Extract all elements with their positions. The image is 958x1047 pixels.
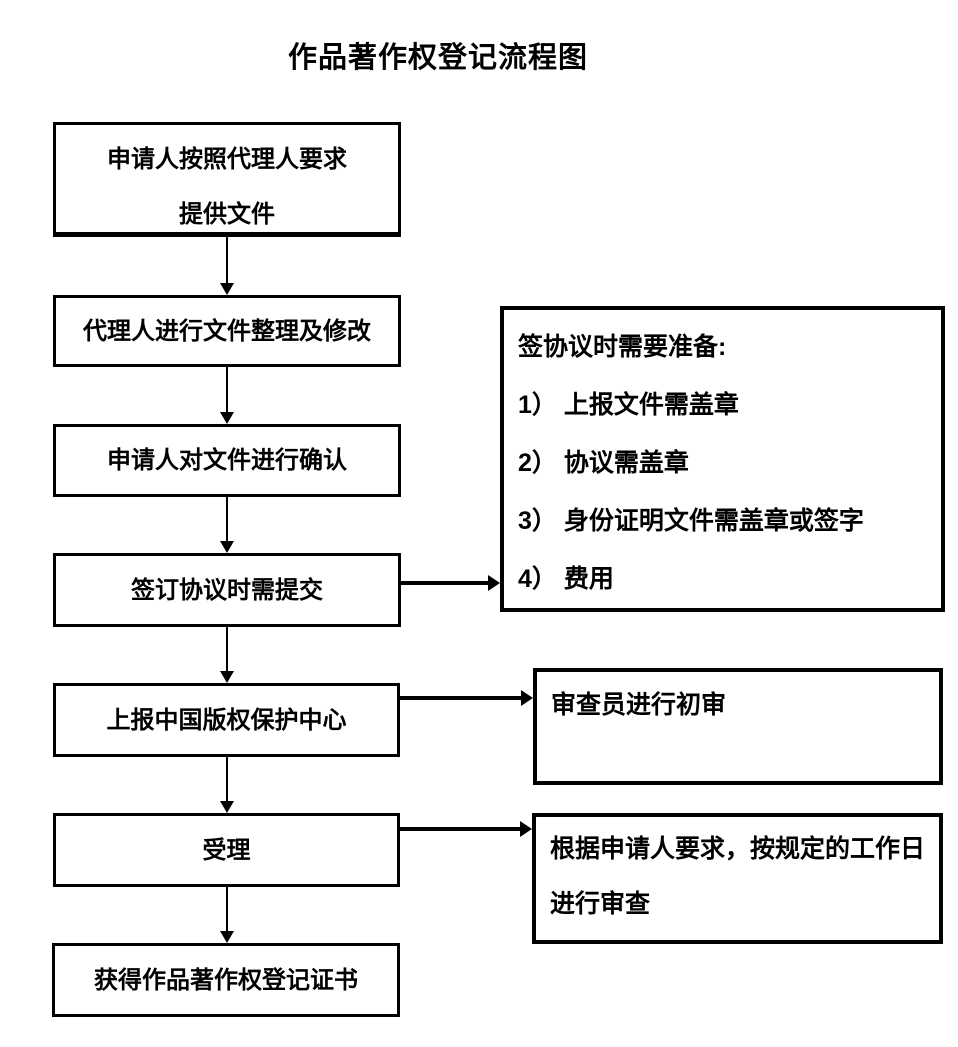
note-review-working-days: 根据申请人要求，按规定的工作日 进行审查 [532,813,943,944]
flow-step-label: 代理人进行文件整理及修改 [83,317,371,345]
flow-step-provide-documents: 申请人按照代理人要求 提供文件 [53,122,401,237]
flow-step-label: 提供文件 [179,201,275,228]
flow-step-applicant-confirm: 申请人对文件进行确认 [53,424,401,497]
flow-step-submit-to-center: 上报中国版权保护中心 [53,683,400,757]
right-arrow [400,690,533,706]
note-line: 签协议时需要准备: [518,333,727,361]
down-arrow [220,237,234,295]
page-title: 作品著作权登记流程图 [287,42,588,74]
down-arrow [220,887,234,943]
down-arrow [220,497,234,553]
note-line: 2） 协议需盖章 [518,449,689,477]
note-line: 根据申请人要求，按规定的工作日 [550,835,926,863]
note-line: 4） 费用 [518,565,614,593]
right-arrow [400,821,532,837]
flow-step-label: 获得作品著作权登记证书 [94,966,358,994]
note-line: 1） 上报文件需盖章 [518,391,739,419]
note-line: 审查员进行初审 [551,691,727,719]
down-arrow [220,627,234,683]
down-arrow [220,367,234,424]
down-arrow [220,757,234,813]
flow-step-label: 受理 [202,836,251,864]
flow-step-agent-organize: 代理人进行文件整理及修改 [53,295,401,367]
right-arrow [401,575,500,591]
flow-step-sign-agreement: 签订协议时需提交 [53,553,401,627]
flow-step-label: 签订协议时需提交 [131,576,323,604]
note-preliminary-review: 审查员进行初审 [533,668,943,785]
flow-step-label: 申请人对文件进行确认 [107,447,347,474]
note-agreement-preparation: 签协议时需要准备: 1） 上报文件需盖章 2） 协议需盖章 3） 身份证明文件需… [500,306,945,612]
flow-step-obtain-certificate: 获得作品著作权登记证书 [52,943,400,1017]
flow-step-label: 申请人按照代理人要求 [107,146,347,173]
flow-step-label: 上报中国版权保护中心 [106,706,347,734]
note-line: 3） 身份证明文件需盖章或签字 [518,507,864,535]
note-line: 进行审查 [550,890,651,918]
flow-step-acceptance: 受理 [53,813,400,887]
